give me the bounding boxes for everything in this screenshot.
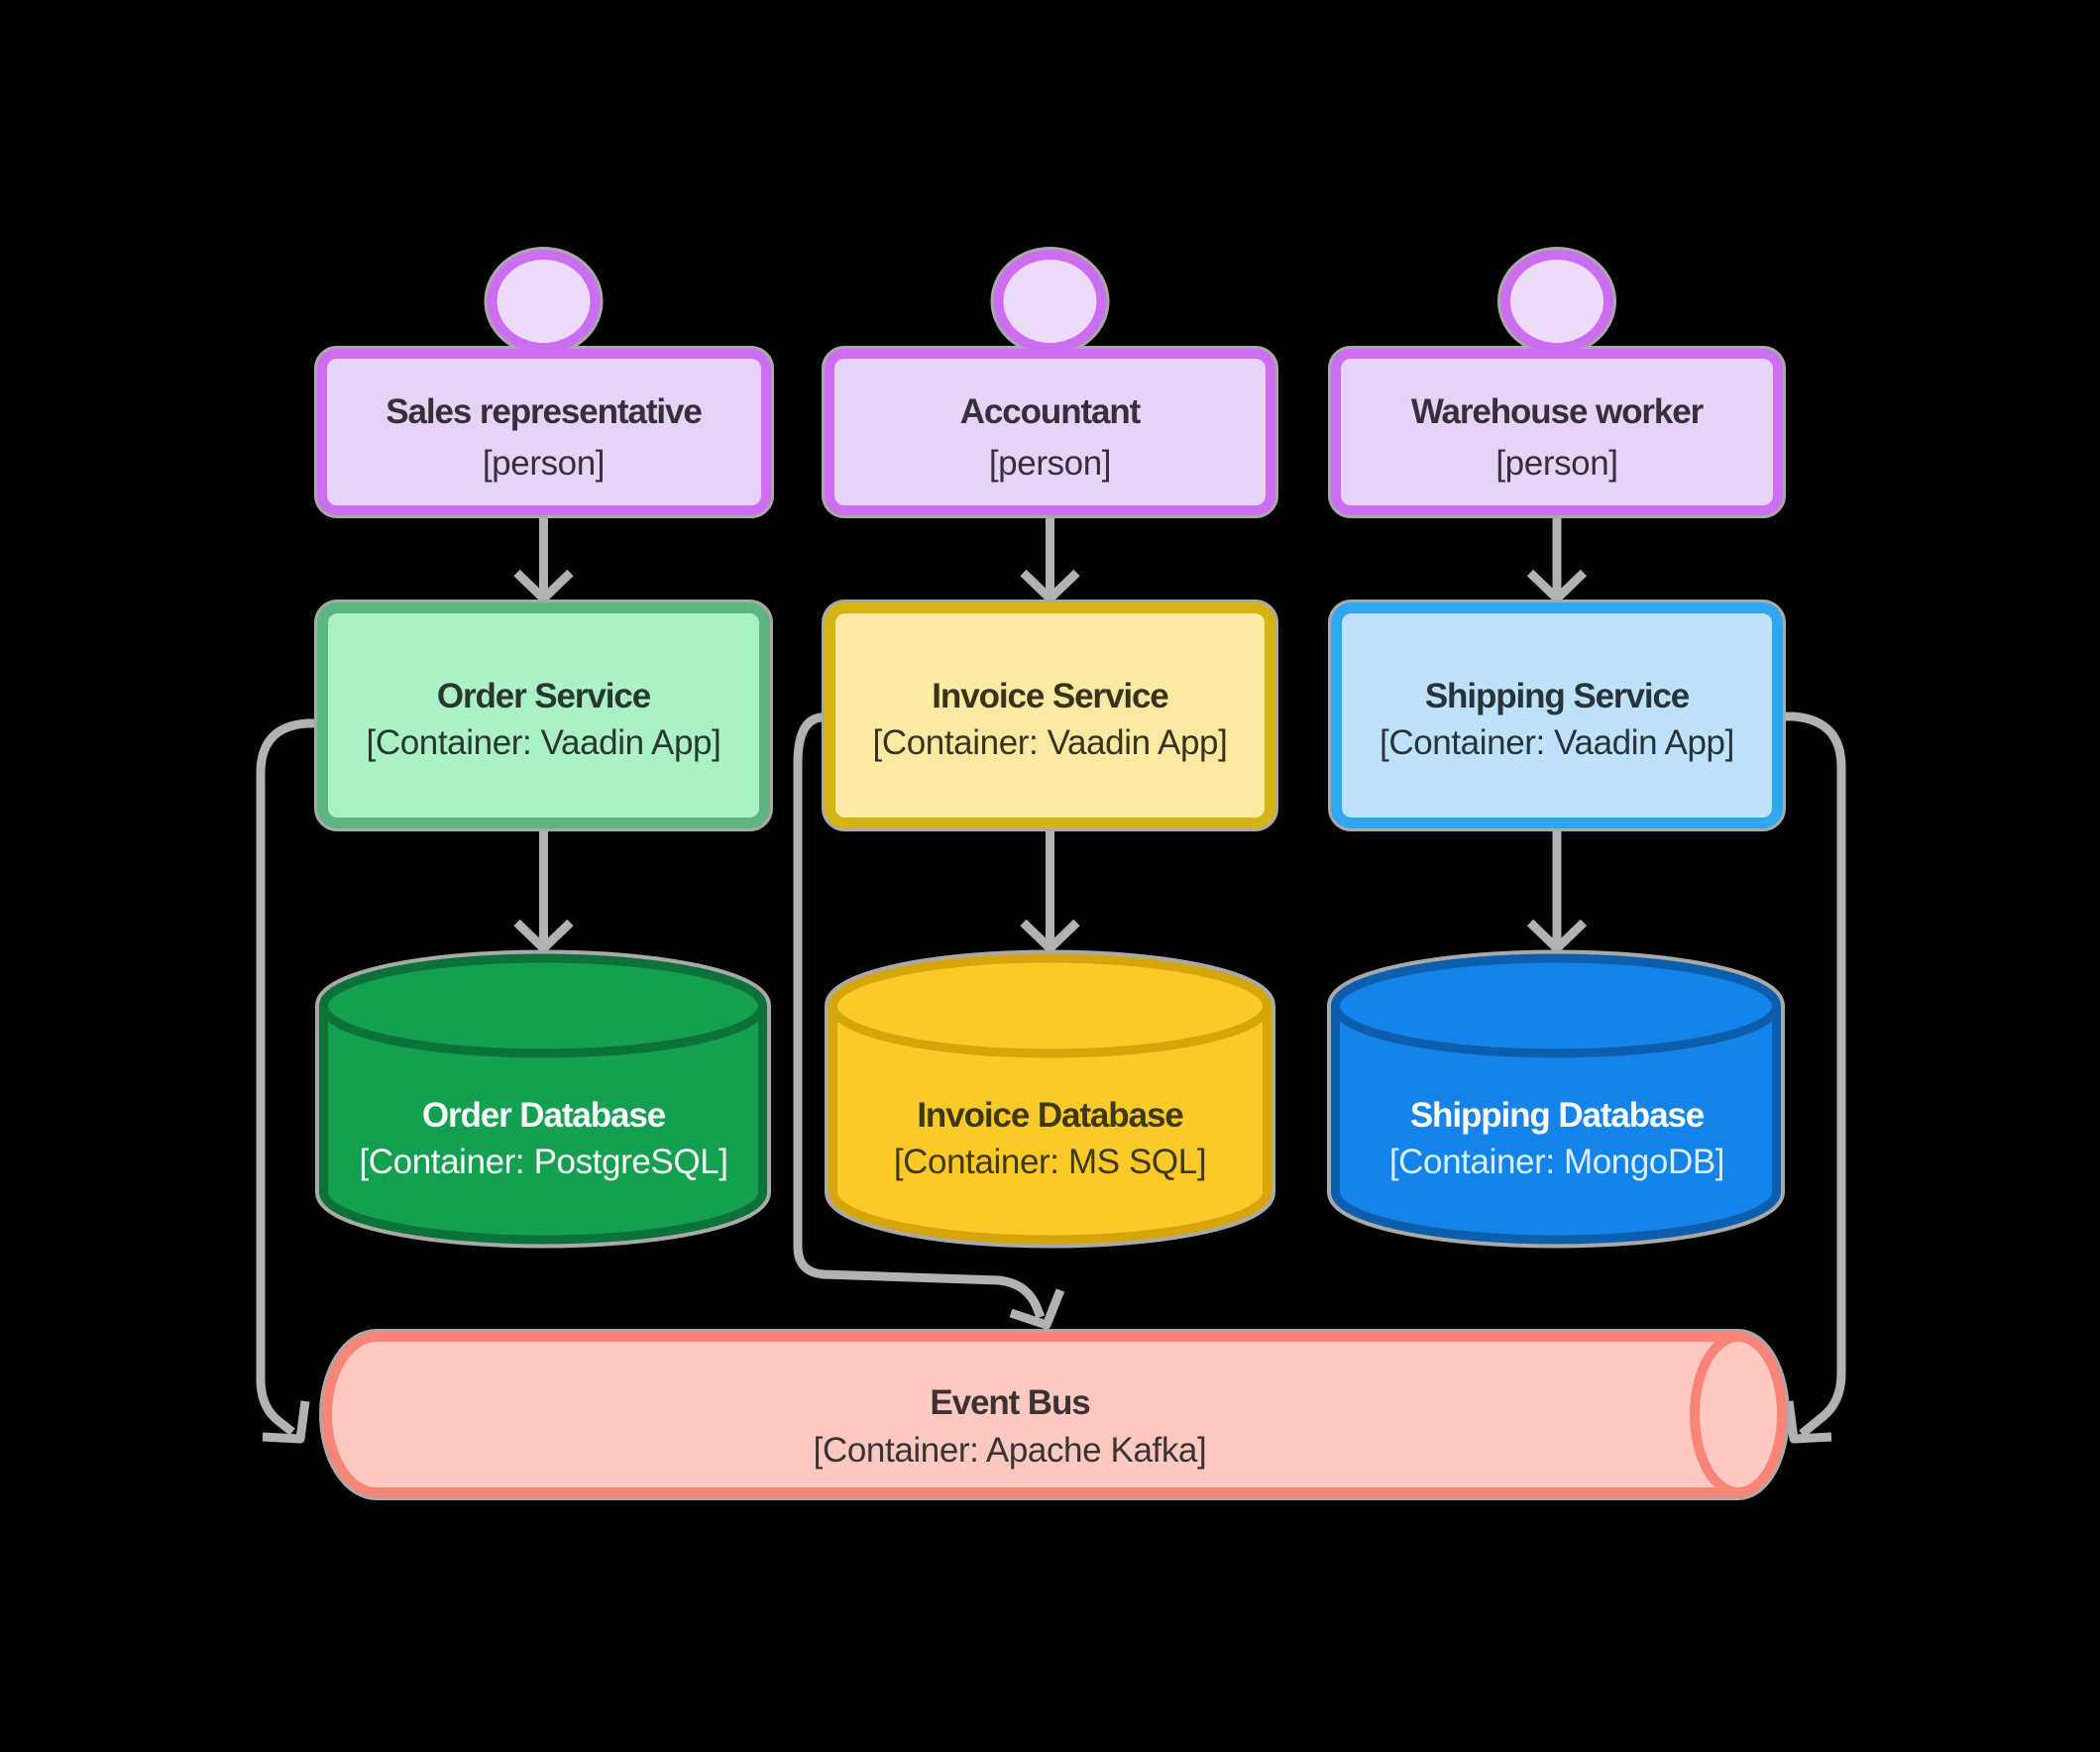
svg-text:[Container: MS SQL]: [Container: MS SQL]: [894, 1143, 1206, 1181]
svg-text:Invoice Database: Invoice Database: [917, 1096, 1183, 1135]
svg-text:Order Database: Order Database: [422, 1096, 666, 1135]
svg-text:[Container: PostgreSQL]: [Container: PostgreSQL]: [359, 1143, 727, 1181]
svg-text:Sales representative: Sales representative: [386, 392, 702, 431]
svg-text:[Container: Apache Kafka]: [Container: Apache Kafka]: [814, 1431, 1207, 1470]
svg-text:Warehouse worker: Warehouse worker: [1411, 392, 1705, 431]
svg-text:Shipping Database: Shipping Database: [1410, 1096, 1705, 1135]
svg-text:Accountant: Accountant: [960, 392, 1142, 431]
svg-text:[Container: MongoDB]: [Container: MongoDB]: [1389, 1143, 1724, 1181]
svg-text:[Container: Vaadin App]: [Container: Vaadin App]: [1380, 723, 1734, 762]
svg-text:[person]: [person]: [989, 444, 1111, 483]
svg-text:Event Bus: Event Bus: [930, 1383, 1090, 1422]
svg-text:[Container: Vaadin App]: [Container: Vaadin App]: [367, 723, 721, 762]
svg-text:Order Service: Order Service: [437, 677, 651, 715]
svg-text:[person]: [person]: [1495, 444, 1617, 483]
svg-text:[person]: [person]: [483, 444, 605, 483]
svg-text:[Container: Vaadin App]: [Container: Vaadin App]: [873, 723, 1228, 762]
svg-text:Shipping Service: Shipping Service: [1425, 677, 1690, 715]
svg-text:Invoice Service: Invoice Service: [932, 677, 1168, 715]
